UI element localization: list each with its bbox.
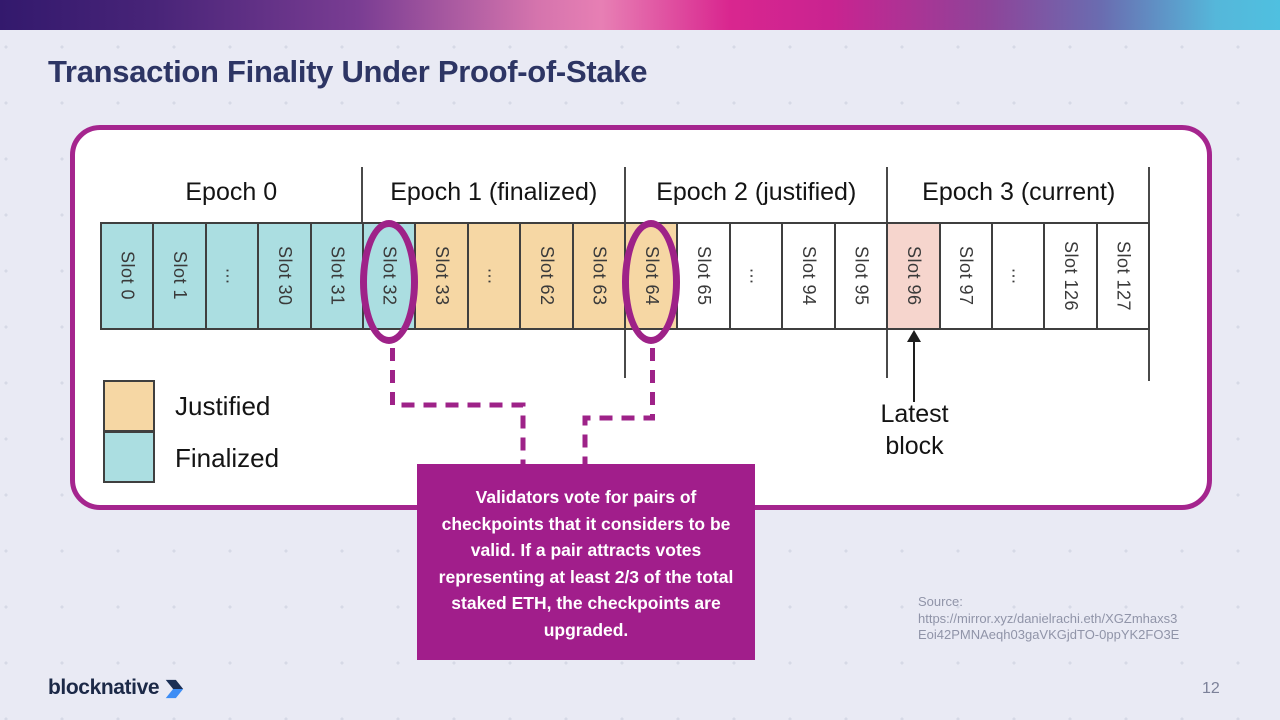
source-line: Source: xyxy=(918,594,963,609)
slot-label: Slot 62 xyxy=(536,246,557,306)
latest-block-arrow xyxy=(913,340,915,402)
slot-cell-slot-63: Slot 63 xyxy=(571,224,625,328)
epoch-label-0: Epoch 0 xyxy=(185,178,278,206)
slot-cell-slot-0: Slot 0 xyxy=(102,224,153,328)
slot-cell-slot-31: Slot 31 xyxy=(309,224,363,328)
justified-swatch-icon xyxy=(103,380,155,432)
top-gradient-bar xyxy=(0,0,1280,30)
checkpoint-circle-slot-64 xyxy=(622,220,681,344)
epoch-header-row: Epoch 0 Epoch 1 (finalized) Epoch 2 (jus… xyxy=(100,172,1150,212)
epoch-divider-stub xyxy=(624,330,626,378)
page-number: 12 xyxy=(1202,680,1220,697)
slot-label: Slot 33 xyxy=(432,246,453,306)
slot-label: ... xyxy=(484,267,505,285)
slot-cell-slot-96: Slot 96 xyxy=(886,224,939,328)
slot-cell-slot-94: Slot 94 xyxy=(781,224,834,328)
slot-label: Slot 0 xyxy=(117,251,138,301)
slot-label: Slot 63 xyxy=(589,246,610,306)
slot-cell-slot-126: Slot 126 xyxy=(1043,224,1096,328)
slot-label: ... xyxy=(746,267,767,285)
source-note: Source: https://mirror.xyz/danielrachi.e… xyxy=(918,594,1208,644)
slot-label: Slot 97 xyxy=(956,246,977,306)
slot-cell-ellipsis: ... xyxy=(466,224,520,328)
slot-cell-ellipsis: ... xyxy=(728,224,782,328)
epoch-divider-line xyxy=(624,167,626,222)
slot-label: ... xyxy=(222,267,243,285)
slot-cell-slot-30: Slot 30 xyxy=(257,224,310,328)
legend-item-finalized: Finalized xyxy=(103,431,280,484)
blocknative-logo: blocknative xyxy=(48,676,185,700)
slot-cell-ellipsis: ... xyxy=(204,224,258,328)
blocknative-logo-text: blocknative xyxy=(48,676,160,699)
slot-label: Slot 127 xyxy=(1113,240,1134,312)
blocknative-arrow-icon xyxy=(165,679,184,699)
latest-block-label: Latest block xyxy=(880,400,949,460)
slot-cell-slot-127: Slot 127 xyxy=(1095,224,1149,328)
slot-label: Slot 95 xyxy=(851,246,872,306)
slot-cell-slot-62: Slot 62 xyxy=(519,224,572,328)
legend-label: Justified xyxy=(175,390,271,421)
legend-item-justified: Justified xyxy=(103,380,279,432)
slot-cell-slot-97: Slot 97 xyxy=(938,224,991,328)
epoch-divider-line xyxy=(886,167,888,222)
epoch-label-3: Epoch 3 (current) xyxy=(922,178,1116,206)
slot-cell-slot-65: Slot 65 xyxy=(676,224,729,328)
epoch-label-1: Epoch 1 (finalized) xyxy=(390,178,598,206)
slot-label: Slot 96 xyxy=(903,246,924,306)
finalized-swatch-icon xyxy=(103,431,155,483)
slot-cell-slot-33: Slot 33 xyxy=(414,224,467,328)
epoch-label-2: Epoch 2 (justified) xyxy=(656,178,857,206)
slot-label: Slot 1 xyxy=(170,251,191,301)
slot-label: Slot 94 xyxy=(798,246,819,306)
slot-cell-ellipsis: ... xyxy=(990,224,1044,328)
slot-label: Slot 31 xyxy=(327,246,348,306)
slot-cell-slot-95: Slot 95 xyxy=(833,224,887,328)
slot-cell-slot-1: Slot 1 xyxy=(152,224,205,328)
checkpoint-circle-slot-32 xyxy=(359,220,418,344)
slot-label: ... xyxy=(1008,267,1029,285)
legend: Justified Finalized xyxy=(103,380,279,484)
epoch-divider-line xyxy=(361,167,363,222)
source-line: Eoi42PMNAeqh03gaVKGjdTO-0ppYK2FO3E xyxy=(918,627,1180,642)
epoch-divider-stub xyxy=(886,330,888,378)
slot-label: Slot 65 xyxy=(694,246,715,306)
slot-label: Slot 126 xyxy=(1061,240,1082,312)
validator-vote-callout: Validators vote for pairs of checkpoints… xyxy=(417,464,755,660)
legend-label: Finalized xyxy=(175,442,280,473)
slot-label: Slot 30 xyxy=(274,246,295,306)
arrow-up-icon xyxy=(907,330,921,342)
source-line: https://mirror.xyz/danielrachi.eth/XGZmh… xyxy=(918,610,1178,626)
page-title: Transaction Finality Under Proof-of-Stak… xyxy=(48,54,648,89)
